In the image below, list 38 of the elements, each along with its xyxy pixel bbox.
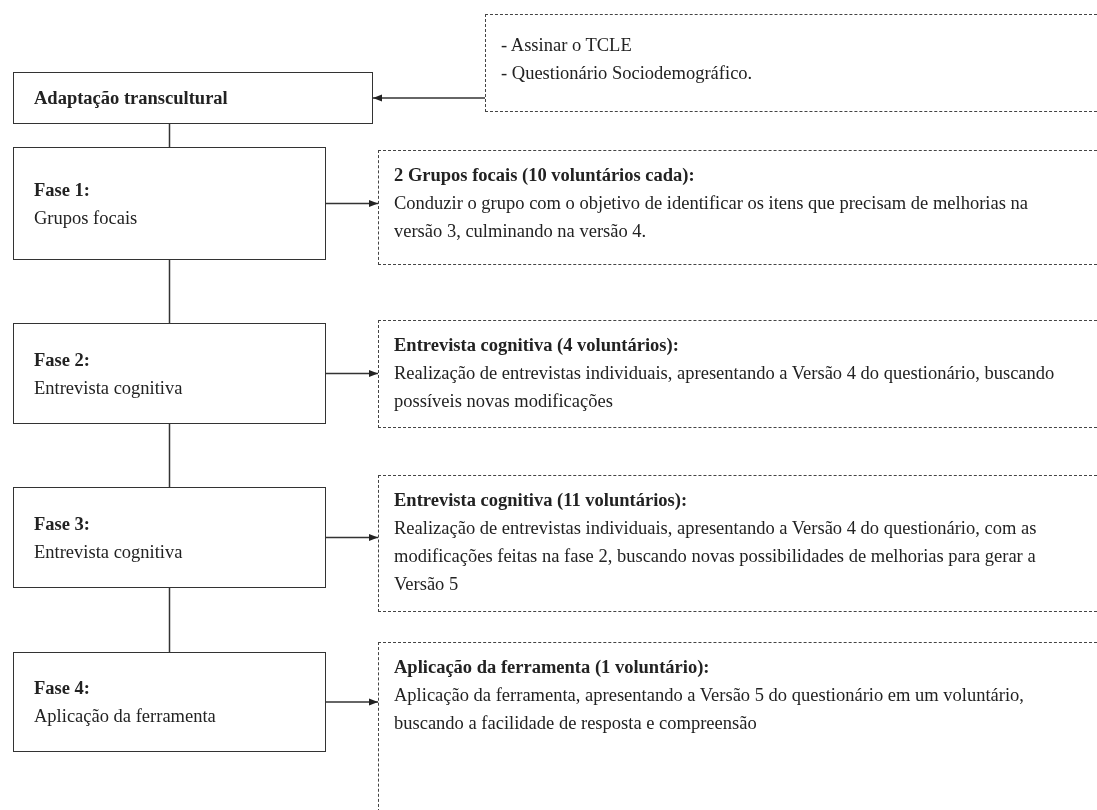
- description-heading: Entrevista cognitiva (11 voluntários):: [394, 489, 689, 512]
- phase-name: Entrevista cognitiva: [34, 540, 184, 564]
- phase-box: [13, 487, 326, 588]
- connector-line: [168, 123, 171, 148]
- description-box: [378, 475, 1097, 612]
- description-heading: Aplicação da ferramenta (1 voluntário):: [394, 656, 711, 679]
- phase-name: Entrevista cognitiva: [34, 376, 184, 400]
- phase-title: Fase 1:: [34, 178, 91, 202]
- phase-title: Fase 3:: [34, 512, 91, 536]
- note-item: - Questionário Sociodemográfico.: [501, 62, 754, 85]
- phase-name: Grupos focais: [34, 206, 139, 230]
- arrow: [325, 698, 379, 706]
- description-box: [378, 642, 1097, 810]
- phase-box: [13, 323, 326, 424]
- description-box: [378, 150, 1097, 265]
- description-text: Realização de entrevistas individuais, apresentando a Versão 4 do questionário, com as modificações feitas na fase 2, buscando novas possibilidades de melhorias para gerar a Versão 5: [394, 517, 1038, 596]
- connector-line: [168, 587, 171, 653]
- process-box: [13, 72, 373, 124]
- phase-title: Fase 4:: [34, 677, 91, 700]
- arrow: [325, 199, 379, 208]
- description-text: Realização de entrevistas individuais, apresentando a Versão 4 do questionário, buscando possíveis novas modificações: [394, 362, 1056, 413]
- phase-title: Fase 2:: [34, 348, 91, 372]
- arrow: [325, 533, 379, 542]
- description-text: Aplicação da ferramenta, apresentando a Versão 5 do questionário em um voluntário, buscando a facilidade de resposta e compreensão: [394, 684, 1025, 735]
- connector-line: [168, 259, 171, 324]
- description-box: [378, 320, 1097, 428]
- note-item: - Assinar o TCLE: [501, 34, 633, 57]
- description-heading: Entrevista cognitiva (4 voluntários):: [394, 334, 680, 357]
- description-text: Conduzir o grupo com o objetivo de identificar os itens que precisam de melhorias na versão 3, culminando na versão 4.: [394, 192, 1029, 243]
- description-heading: 2 Grupos focais (10 voluntários cada):: [394, 164, 696, 187]
- phase-box: [13, 147, 326, 260]
- arrow: [372, 94, 486, 102]
- phase-box: [13, 652, 326, 752]
- phase-name: Aplicação da ferramenta: [34, 705, 217, 728]
- arrow: [325, 369, 379, 378]
- box-title: Adaptação transcultural: [34, 87, 229, 110]
- note-box: [485, 14, 1097, 112]
- connector-line: [168, 423, 171, 488]
